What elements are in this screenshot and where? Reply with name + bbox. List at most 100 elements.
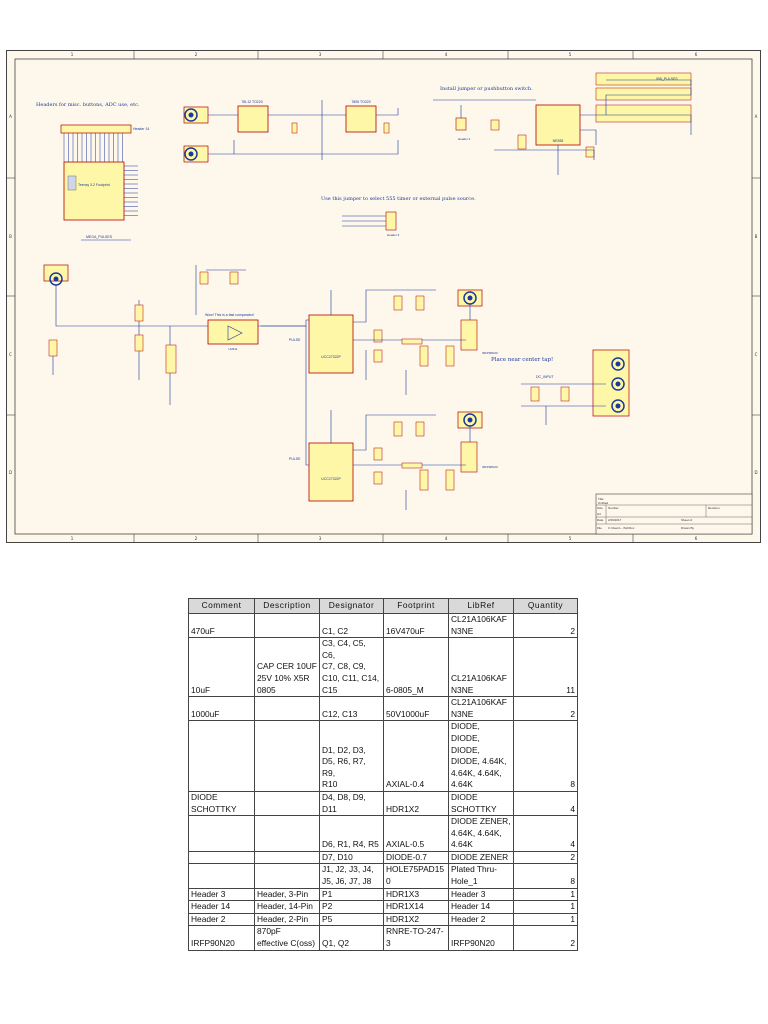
cell-designator: C1, C2 (319, 612, 384, 639)
cell-footprint: HDR1X2 (383, 912, 449, 927)
cell-libref: Plated Thru- Hole_1 (448, 863, 514, 889)
zone-row-label: A (755, 114, 758, 119)
header2-label: Header 2 (458, 137, 471, 141)
cell-designator: J1, J2, J3, J4, J5, J6, J7, J8 (319, 863, 384, 889)
cell-description: CAP CER 10UF 25V 10% X5R 0805 (254, 637, 320, 698)
input-section: Wow! This is a fast comparator! LM311 (43, 264, 321, 466)
comparator-note: Wow! This is a fast comparator! (205, 313, 254, 317)
cell-footprint: DIODE-0.7 (383, 850, 449, 865)
zone-col-label: 3 (319, 536, 322, 541)
size-label: Size (597, 506, 603, 510)
bom-table: Comment Description Designator Footprint… (188, 598, 578, 951)
bnc-connector-j1 (183, 106, 209, 124)
headers-note: Headers for misc. buttons, ADC use, etc. (36, 102, 140, 108)
cell-description (254, 863, 320, 889)
cell-designator: P1 (319, 887, 384, 902)
bom-header-row: Comment Description Designator Footprint… (188, 598, 578, 614)
zone-col-label: 6 (695, 536, 698, 541)
file-value: C:\Users\...\SchDoc (608, 526, 635, 530)
cell-designator: P2 (319, 900, 384, 914)
zone-col-label: 2 (195, 52, 198, 57)
drawn-label: Drawn By (681, 526, 695, 530)
cell-description: Header, 14-Pin (254, 900, 320, 914)
cell-description: 870pF effective C(oss) (254, 925, 320, 951)
irf-2-label: IRFP90N20 (482, 465, 498, 469)
zone-col-label: 2 (195, 536, 198, 541)
teensy-header-block: Headers for misc. buttons, ADC use, etc.… (36, 102, 149, 241)
select-555-note: Use this jumper to select 555 timer or e… (321, 196, 476, 202)
pulse-555-label: 555_PULSES (656, 77, 678, 81)
dc-input-block: Place near center tap! DC_INPUT (491, 349, 630, 425)
cell-description: Header, 3-Pin (254, 887, 320, 902)
cell-comment: Header 2 (188, 912, 255, 927)
cell-designator: P5 (319, 912, 384, 927)
cell-libref: CL21A106KAF N3NE (448, 696, 514, 722)
size-value: A4 (597, 512, 601, 516)
cell-libref: Header 14 (448, 900, 514, 914)
cell-comment: DIODE SCHOTTKY (188, 790, 255, 817)
cell-designator: D6, R1, R4, R5 (319, 815, 384, 852)
zone-col-label: 5 (569, 536, 572, 541)
title-label: Title (598, 497, 604, 501)
regulator-7805: 7805 TO220 (345, 100, 390, 134)
cell-quantity: 2 (513, 850, 578, 865)
col-header-description: Description (254, 598, 320, 614)
zone-col-label: 6 (695, 52, 698, 57)
cell-comment: 10uF (188, 637, 255, 698)
cell-comment: 470uF (188, 612, 255, 639)
reg-7812-label: 78L12 TO220 (241, 100, 262, 104)
file-label: File (597, 526, 602, 530)
teensy-label: Teensy 3.2 Footprint (78, 183, 110, 187)
cell-libref: DIODE SCHOTTKY (448, 790, 514, 817)
pulse-label-2: PULSE (289, 457, 301, 461)
gate-driver-2: UCC27322P IRFP90N20 PULSE (289, 410, 498, 510)
comparator-chip-label: LM311 (229, 347, 238, 351)
cell-quantity: 2 (513, 696, 578, 722)
zone-row-label: C (9, 352, 12, 357)
mega-pulses-label: MEGA_PULSES (86, 235, 113, 239)
zone-row-label: D (9, 470, 12, 475)
cell-comment (188, 863, 255, 889)
cell-quantity: 4 (513, 790, 578, 817)
zone-row-label: C (755, 352, 758, 357)
cell-comment: IRFP90N20 (188, 925, 255, 951)
place-near-note: Place near center tap! (491, 357, 553, 363)
zone-col-label: 5 (569, 52, 572, 57)
zone-col-label: 1 (71, 52, 74, 57)
cell-footprint: RNRE-TO-247- 3 (383, 925, 449, 951)
jumper-select-block: Use this jumper to select 555 timer or e… (321, 196, 476, 237)
cell-footprint: HDR1X14 (383, 900, 449, 914)
cell-designator: Q1, Q2 (319, 925, 384, 951)
cell-comment (188, 850, 255, 865)
cell-footprint: HDR1X3 (383, 887, 449, 902)
cell-footprint: AXIAL-0.4 (383, 720, 449, 792)
ucc-2-label: UCC27322P (321, 477, 341, 481)
cell-designator: C12, C13 (319, 696, 384, 722)
col-header-comment: Comment (188, 598, 255, 614)
cell-footprint: AXIAL-0.5 (383, 815, 449, 852)
number-label: Number (608, 506, 619, 510)
cell-footprint: 6-0805_M (383, 637, 449, 698)
cell-designator: D1, D2, D3, D5, R6, R7, R9, R10 (319, 720, 384, 792)
header14-label: Header 14 (133, 127, 149, 131)
ucc-1-label: UCC27322P (321, 355, 341, 359)
col-header-libref: LibRef (448, 598, 514, 614)
cell-comment: Header 3 (188, 887, 255, 902)
cell-libref: DIODE, DIODE, DIODE, DIODE, 4.64K, 4.64K… (448, 720, 514, 792)
zone-row-label: A (9, 114, 12, 119)
title-value: Untitled (598, 501, 609, 505)
header3-label: Header 3 (387, 233, 400, 237)
cell-comment: Header 14 (188, 900, 255, 914)
zone-row-label: D (754, 470, 757, 475)
gate-driver-1: UCC27322P IRFP90N20 PULSE (289, 289, 498, 395)
